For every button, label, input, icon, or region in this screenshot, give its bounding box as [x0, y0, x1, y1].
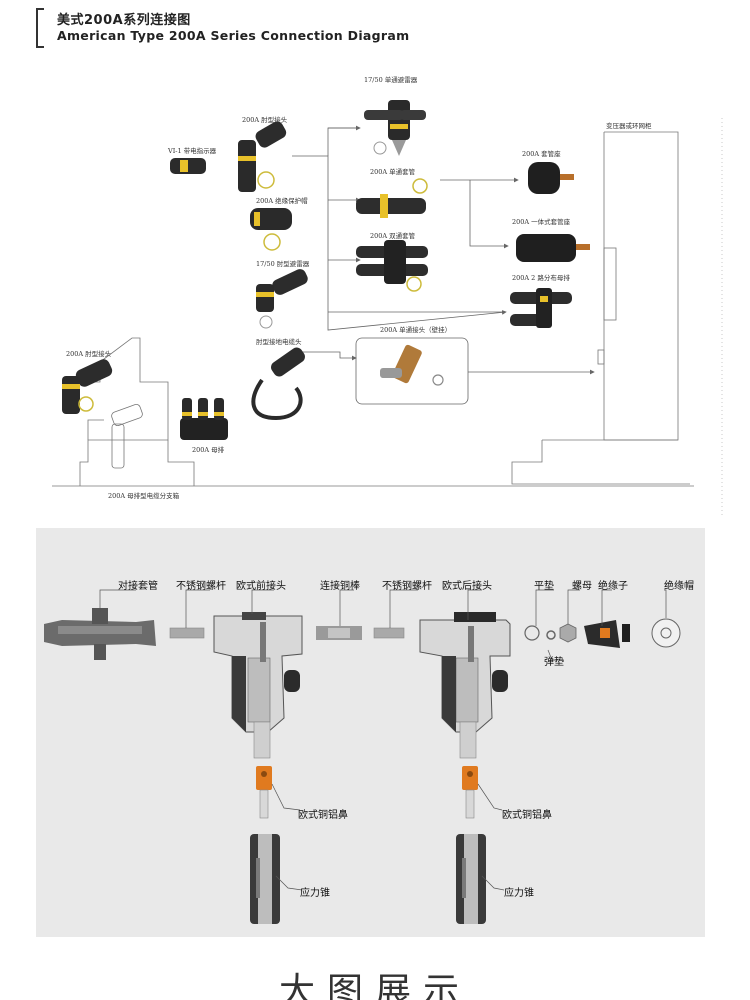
insulating-cap-icon — [250, 208, 292, 251]
lug-2-shape — [462, 766, 478, 819]
connection-diagram: 17/50 单通避雷器 200A 肘型接头 VI-1 带电指示器 200A 单通… — [52, 75, 723, 515]
label-stud-2: 不锈钢螺杆 — [382, 579, 432, 592]
label-flat-washer: 平垫 — [534, 579, 554, 592]
page-title-cn: 美式200A系列连接图 — [57, 13, 191, 28]
label-integral-bushing: 200A 一体式套管座 — [512, 217, 571, 226]
stud-2-shape — [373, 627, 405, 639]
label-wall-connector: 200A 单通接头（壁挂） — [380, 325, 451, 334]
double-bushing-icon — [356, 240, 428, 292]
elbow-arrester-icon — [256, 269, 308, 329]
front-connector-shape — [213, 612, 303, 759]
label-lug-1: 欧式铜铝鼻 — [298, 808, 348, 821]
connection-lines — [292, 125, 595, 405]
label-busbar: 200A 母排 — [192, 445, 225, 454]
label-elbow-arrester: 17/50 肘型避雷器 — [256, 259, 310, 268]
label-stud-1: 不锈钢螺杆 — [176, 579, 226, 592]
single-bushing-icon — [356, 178, 428, 218]
exploded-view-panel — [36, 528, 705, 937]
label-rear-connector: 欧式后接头 — [442, 579, 492, 592]
label-front-connector: 欧式前接头 — [236, 579, 286, 592]
transformer-outline — [511, 118, 723, 515]
grounding-elbow-icon — [251, 347, 305, 421]
leader-lines — [99, 589, 667, 891]
flat-washer-shape — [524, 625, 540, 641]
splice-bushing-shape — [44, 608, 156, 660]
label-branch-box: 200A 母排型电缆分支箱 — [108, 491, 180, 500]
wall-connector-icon — [380, 344, 444, 386]
stud-1-shape — [169, 627, 205, 639]
arrester-top-icon — [364, 100, 426, 156]
stress-cone-1-shape — [250, 834, 280, 924]
label-lug-2: 欧式铜铝鼻 — [502, 808, 552, 821]
nut-shape — [559, 623, 577, 643]
label-arrester-top: 17/50 单通避雷器 — [364, 75, 418, 84]
label-nut: 螺母 — [572, 580, 592, 592]
label-double-bushing: 200A 双通套管 — [370, 231, 416, 240]
copper-rod-shape — [316, 626, 362, 640]
footer-heading: 大图展示 — [278, 971, 471, 1000]
label-elbow-200a: 200A 肘型接头 — [242, 115, 288, 124]
label-insulating-cap: 绝缘帽 — [664, 579, 694, 592]
label-single-bushing: 200A 单通套管 — [370, 167, 416, 176]
lug-1-shape — [256, 766, 272, 819]
spring-washer-shape — [546, 630, 556, 640]
branch-box-elbow-outline — [111, 404, 143, 469]
integral-bushing-icon — [516, 234, 590, 262]
stress-cone-2-shape — [456, 834, 486, 924]
left-elbow-icon — [62, 359, 113, 414]
fault-indicator-icon — [170, 158, 206, 174]
label-left-elbow: 200A 肘型接头 — [66, 349, 112, 358]
label-splice: 对接套管 — [118, 579, 158, 592]
label-grounding-elbow: 肘型接地电缆头 — [256, 337, 302, 346]
label-insulating-cap: 200A 绝缘保护帽 — [256, 196, 308, 205]
label-copper-rod: 连接铜棒 — [320, 579, 360, 592]
insulator-shape — [584, 620, 630, 648]
busbar-icon — [180, 398, 228, 440]
rear-connector-shape — [419, 612, 511, 759]
header-bracket — [36, 8, 44, 48]
label-stress-cone-1: 应力锥 — [300, 886, 330, 899]
two-way-junction-icon — [510, 288, 572, 328]
insulating-cap-shape — [651, 618, 681, 648]
label-fault-indicator: VI-1 带电指示器 — [167, 146, 217, 155]
elbow-connector-icon — [238, 121, 287, 192]
label-bushing-well: 200A 套管座 — [522, 149, 561, 158]
label-spring-washer: 弹垫 — [544, 655, 564, 668]
label-stress-cone-2: 应力锥 — [504, 886, 534, 899]
label-insulator: 绝缘子 — [598, 579, 628, 592]
bushing-well-icon — [528, 162, 574, 194]
page-title-en: American Type 200A Series Connection Dia… — [57, 28, 410, 43]
label-two-way-junction: 200A 2 路分布母排 — [512, 273, 570, 282]
exploded-view-diagram: 对接套管 不锈钢螺杆 欧式前接头 连接铜棒 不锈钢螺杆 欧式后接头 平垫 螺母 … — [44, 579, 694, 924]
label-transformer: 变压器或环网柜 — [606, 121, 652, 130]
